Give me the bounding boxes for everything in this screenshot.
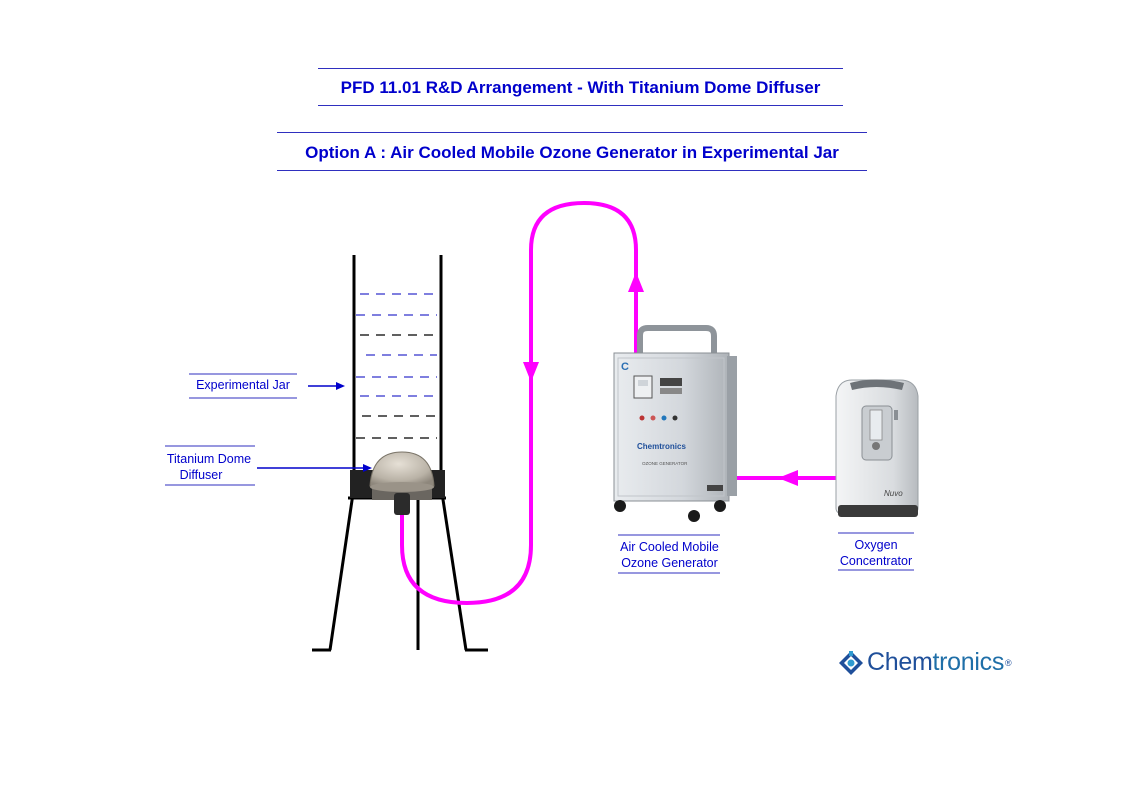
arrow-left-icon	[778, 470, 798, 486]
oxygen-concentrator-unit: Nuvo	[835, 379, 919, 517]
concentrator-label-line1: Oxygen	[854, 538, 898, 552]
experimental-jar-label: Experimental Jar	[196, 378, 290, 392]
title-rule-bottom	[318, 105, 843, 106]
generator-brand-text: Chemtronics	[637, 442, 686, 451]
water-level-dashes	[356, 293, 437, 439]
registered-mark: ®	[1005, 657, 1012, 668]
page-title: PFD 11.01 R&D Arrangement - With Titaniu…	[340, 78, 821, 97]
generator-label-line2: Ozone Generator	[621, 556, 718, 570]
experimental-jar	[352, 255, 443, 480]
label-rules	[165, 373, 914, 574]
generator-label-line1: Air Cooled Mobile	[620, 540, 719, 554]
generator-label: Air Cooled Mobile Ozone Generator	[612, 539, 727, 571]
generator-panel-text: OZONE GENERATOR	[642, 461, 688, 466]
ozone-generator-unit: C Chemtronics OZONE GENERATOR	[613, 325, 737, 522]
ozone-flow-line	[400, 200, 638, 606]
diffuser-label-line2: Diffuser	[179, 468, 223, 482]
page-subtitle: Option A : Air Cooled Mobile Ozone Gener…	[305, 143, 839, 162]
chemtronics-logo-icon	[838, 649, 864, 676]
label-pointers	[257, 382, 372, 472]
subtitle-rule-bottom	[277, 170, 867, 171]
chemtronics-logo-text: Chemtronics	[867, 648, 1005, 676]
diffuser-label: Titanium Dome Diffuser	[160, 451, 258, 483]
diffuser-label-line1: Titanium Dome	[166, 452, 252, 466]
title-rule-top	[318, 68, 843, 69]
chemtronics-logo: Chemtronics ®	[838, 648, 1012, 677]
concentrator-label-line2: Concentrator	[839, 554, 913, 568]
concentrator-brand-text: Nuvo	[884, 489, 903, 498]
concentrator-label: Oxygen Concentrator	[832, 537, 920, 569]
subtitle-rule-top	[277, 132, 867, 133]
arrow-up-icon	[628, 272, 644, 292]
svg-text:C: C	[621, 361, 629, 373]
arrow-down-icon	[523, 362, 539, 382]
titanium-dome-diffuser	[369, 451, 435, 515]
